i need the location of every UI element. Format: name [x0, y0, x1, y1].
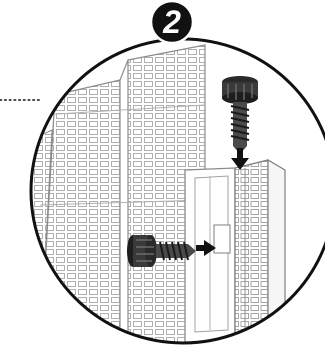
screw-icon	[222, 76, 258, 154]
screw-icon	[127, 235, 196, 267]
step-number: 2	[162, 4, 181, 40]
side-post	[234, 158, 286, 343]
lattice-panel	[31, 44, 206, 343]
bracket-block	[184, 167, 236, 343]
arrow-down-icon	[231, 148, 249, 170]
arrow-right-icon	[196, 240, 216, 256]
step-number-badge: 2	[149, 0, 195, 45]
